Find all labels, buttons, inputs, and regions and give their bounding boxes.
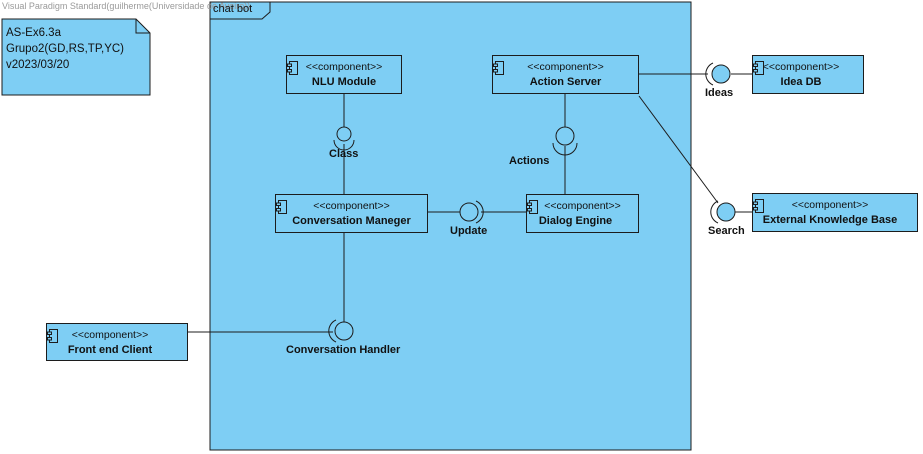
frame-tab-shape xyxy=(209,1,271,20)
component-conversation-manager[interactable]: <<component>> Conversation Maneger xyxy=(275,194,428,233)
component-icon xyxy=(276,200,287,214)
ideas-interface xyxy=(705,62,731,86)
interface-label-update: Update xyxy=(450,225,488,237)
stereotype-label: <<component>> xyxy=(544,200,621,212)
component-icon xyxy=(47,329,58,343)
stereotype-label: <<component>> xyxy=(762,61,840,73)
interface-label-ideas: Ideas xyxy=(705,87,734,99)
stereotype-label: <<component>> xyxy=(313,200,390,212)
conversation-handler-interface xyxy=(328,319,354,343)
component-nlu-module[interactable]: <<component>> NLU Module xyxy=(286,55,402,94)
interface-label-conversation-handler: Conversation Handler xyxy=(286,344,401,356)
component-icon xyxy=(753,199,764,213)
component-dialog-engine[interactable]: <<component>> Dialog Engine xyxy=(526,194,639,233)
note-line-1: AS-Ex6.3a xyxy=(6,27,61,39)
component-icon xyxy=(527,200,538,214)
actions-interface xyxy=(552,126,578,156)
component-name: NLU Module xyxy=(311,76,377,88)
note-shape xyxy=(1,18,151,96)
component-name: Conversation Maneger xyxy=(292,215,411,227)
interface-label-search: Search xyxy=(708,225,745,237)
component-action-server[interactable]: <<component>> Action Server xyxy=(492,55,639,94)
component-icon xyxy=(753,61,764,75)
frame-title: chat bot xyxy=(213,3,253,15)
stereotype-label: <<component>> xyxy=(71,329,149,341)
component-name: Front end Client xyxy=(67,344,153,356)
action-search-line xyxy=(638,95,719,204)
component-icon xyxy=(493,61,504,75)
component-idea-db[interactable]: <<component>> Idea DB xyxy=(752,55,864,94)
interface-label-class: Class xyxy=(329,148,359,160)
stereotype-label: <<component>> xyxy=(791,199,869,211)
stereotype-label: <<component>> xyxy=(305,61,383,73)
class-interface xyxy=(333,126,355,151)
watermark: Visual Paradigm Standard(guilherme(Unive… xyxy=(2,1,251,11)
search-interface xyxy=(710,200,736,224)
note-fold xyxy=(135,19,150,34)
component-name: Action Server xyxy=(529,76,602,88)
interface-label-actions: Actions xyxy=(509,155,550,167)
note-line-3: v2023/03/20 xyxy=(6,59,70,71)
update-interface xyxy=(459,200,484,224)
component-front-end-client[interactable]: <<component>> Front end Client xyxy=(46,323,188,361)
note-line-2: Grupo2(GD,RS,TP,YC) xyxy=(6,43,125,55)
component-icon xyxy=(287,61,298,75)
connectors xyxy=(188,73,752,333)
component-external-knowledge-base[interactable]: <<component>> External Knowledge Base xyxy=(752,193,918,232)
version-note: AS-Ex6.3a Grupo2(GD,RS,TP,YC) v2023/03/2… xyxy=(2,19,150,95)
component-name: Idea DB xyxy=(780,76,822,88)
component-name: Dialog Engine xyxy=(538,215,613,227)
stereotype-label: <<component>> xyxy=(527,61,604,73)
component-name: External Knowledge Base xyxy=(762,214,898,226)
